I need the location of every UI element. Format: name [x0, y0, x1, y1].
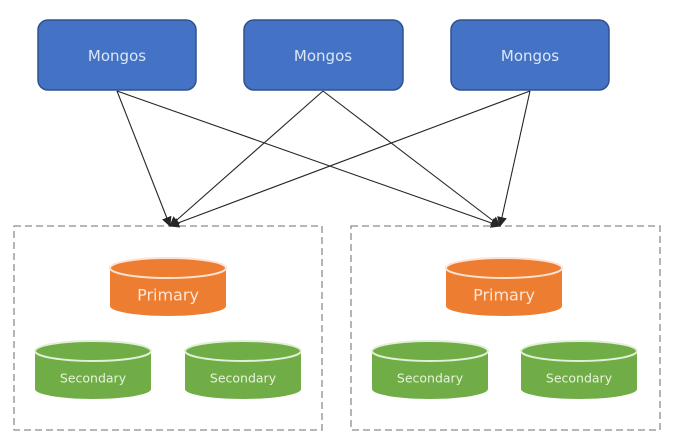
arrow-mongos-3-to-shard-1 [169, 90, 531, 228]
cylinder-top [109, 257, 227, 279]
database-cylinder-icon [185, 351, 301, 399]
cylinder-top [445, 257, 563, 279]
arrow-mongos-3-to-shard-2 [497, 90, 531, 227]
primary-node[interactable]: Primary [109, 257, 227, 316]
node-label: Secondary [210, 371, 277, 386]
node-label: Secondary [546, 371, 613, 386]
arrow-mongos-2-to-shard-1 [169, 90, 324, 227]
database-cylinder-icon [521, 351, 637, 399]
edges-group [116, 90, 531, 228]
router-box [450, 19, 610, 91]
cylinder-top [520, 340, 638, 362]
secondary-node[interactable]: Secondary [520, 340, 638, 399]
secondary-node[interactable]: Secondary [371, 340, 489, 399]
arrow-mongos-1-to-shard-1 [116, 90, 172, 227]
secondary-node[interactable]: Secondary [34, 340, 152, 399]
cylinder-top [34, 340, 152, 362]
router-label: Mongos [294, 47, 352, 65]
router-label: Mongos [88, 47, 146, 65]
shard-2: Primary Secondary Secondary [371, 257, 638, 399]
shard-1-frame [13, 225, 323, 431]
shard-1: Primary Secondary Secondary [34, 257, 302, 399]
router-box [37, 19, 197, 91]
arrow-mongos-1-to-shard-2 [116, 90, 501, 228]
node-label: Primary [137, 286, 199, 305]
node-label: Primary [473, 286, 535, 305]
secondary-node[interactable]: Secondary [184, 340, 302, 399]
node-label: Secondary [397, 371, 464, 386]
database-cylinder-icon [35, 351, 151, 399]
router-mongos-2[interactable]: Mongos [243, 19, 404, 91]
cylinder-top [184, 340, 302, 362]
router-mongos-1[interactable]: Mongos [37, 19, 197, 91]
cylinder-top [371, 340, 489, 362]
database-cylinder-icon [110, 268, 226, 316]
arrow-mongos-2-to-shard-2 [322, 90, 501, 227]
router-mongos-3[interactable]: Mongos [450, 19, 610, 91]
shard-2-frame [350, 225, 661, 431]
database-cylinder-icon [446, 268, 562, 316]
router-label: Mongos [501, 47, 559, 65]
node-label: Secondary [60, 371, 127, 386]
router-box [243, 19, 404, 91]
primary-node[interactable]: Primary [445, 257, 563, 316]
database-cylinder-icon [372, 351, 488, 399]
